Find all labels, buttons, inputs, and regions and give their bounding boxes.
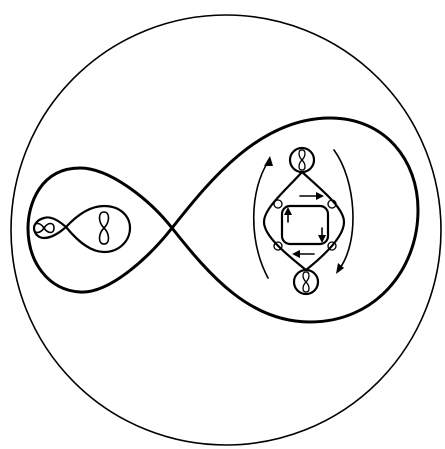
outer-circle xyxy=(11,15,441,445)
outer-left-arc-head xyxy=(264,156,273,166)
top-tiny-eight xyxy=(299,150,305,170)
central-lens xyxy=(264,172,344,270)
outer-left-arc-arrow xyxy=(254,162,268,278)
tiny-vertical-eight-left xyxy=(100,212,109,244)
inner-arrow-top-head xyxy=(316,192,324,200)
bottom-tiny-eight xyxy=(303,272,309,292)
figure-eight-right-lobe xyxy=(172,118,418,322)
tiny-infinity-left xyxy=(34,224,54,233)
inner-arrow-bottom-head xyxy=(292,250,300,258)
outer-right-arc-arrow xyxy=(334,150,353,268)
corner-loop-tl xyxy=(274,200,282,208)
figure-eight-left-lobe xyxy=(28,168,172,292)
small-figure-eight xyxy=(34,206,130,252)
